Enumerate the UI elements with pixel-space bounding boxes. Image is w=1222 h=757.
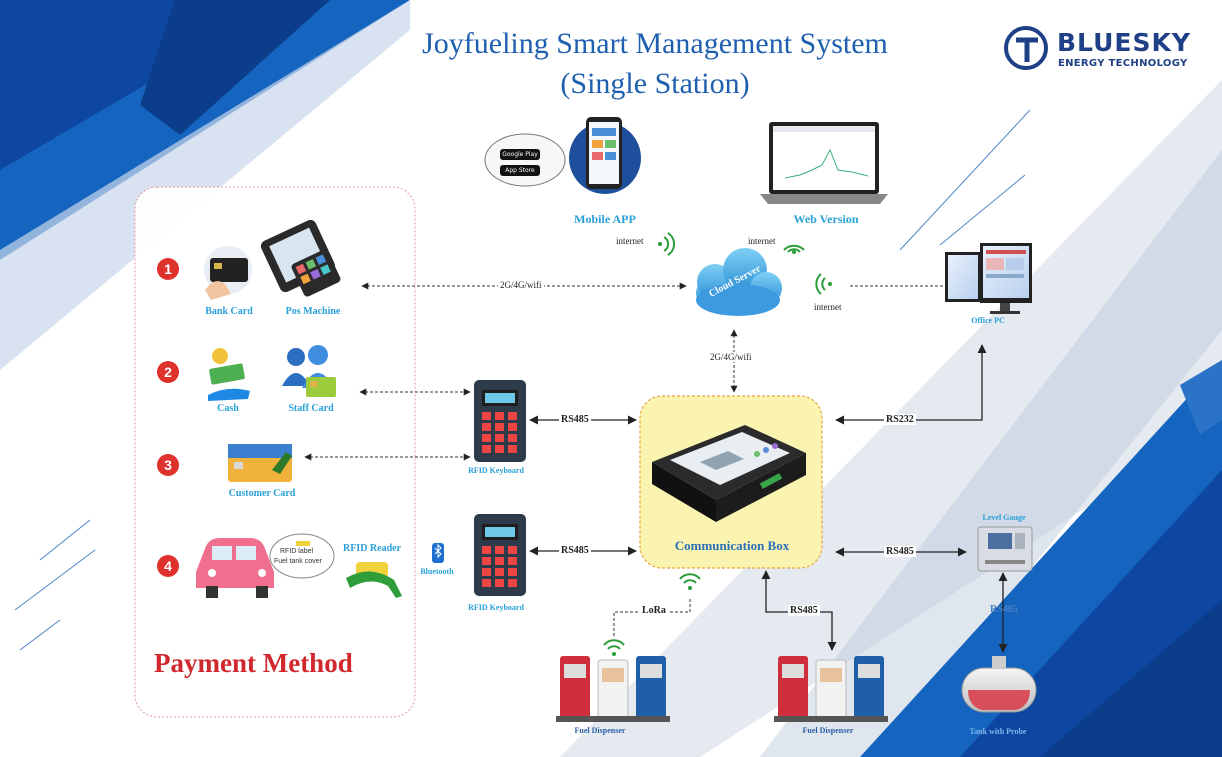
staff-card-label: Staff Card xyxy=(288,403,334,414)
page-subtitle: (Single Station) xyxy=(560,67,750,100)
rfid-reader-nozzle-graphic xyxy=(346,562,402,598)
step-badge-1: 1 xyxy=(157,258,179,280)
store-bubble xyxy=(484,133,566,187)
mobile-phone-graphic xyxy=(569,117,641,194)
cloud-server-shape xyxy=(696,248,782,316)
rfid-label-bubble xyxy=(269,533,335,579)
office-pc-graphic xyxy=(945,243,1032,314)
pos-machine-graphic xyxy=(260,219,341,297)
step-badge-2: 2 xyxy=(157,361,179,383)
rfid-keyboard-1-graphic xyxy=(474,380,526,462)
cash-graphic xyxy=(208,348,250,401)
bg-stripe-left-3 xyxy=(140,0,330,135)
cash-label: Cash xyxy=(217,403,239,414)
link-label-box-dispenser: RS485 xyxy=(788,605,820,616)
customer-card-label: Customer Card xyxy=(228,488,296,499)
laptop-graphic xyxy=(760,122,888,204)
bg-stripe-left-4 xyxy=(0,0,410,370)
link-label-box-gauge: RS485 xyxy=(884,546,916,557)
web-version-label: Web Version xyxy=(793,212,859,226)
payment-method-heading: Payment Method xyxy=(154,648,353,678)
link-label-internet-app: internet xyxy=(616,236,644,246)
step-badge-4: 4 xyxy=(157,555,179,577)
tank-graphic xyxy=(961,656,1037,713)
communication-box-device xyxy=(652,425,806,522)
bank-card-label: Bank Card xyxy=(205,306,253,317)
tank-with-probe-label: Tank with Probe xyxy=(969,727,1027,736)
link-label-lora: LoRa xyxy=(640,605,668,616)
fuel-dispenser-1-label: Fuel Dispenser xyxy=(574,726,626,735)
link-label-keyboard2-box: RS485 xyxy=(559,545,591,556)
brand-subtitle: ENERGY TECHNOLOGY xyxy=(1058,58,1188,69)
communication-box-label: Communication Box xyxy=(674,538,790,553)
customer-card-graphic xyxy=(228,444,292,482)
app-store-badge: App Store xyxy=(500,165,540,176)
office-pc-label: Office PC xyxy=(971,316,1005,325)
fuel-dispenser-group-2 xyxy=(774,656,888,722)
google-play-badge: Google Play xyxy=(500,149,540,160)
car-graphic xyxy=(196,538,274,598)
link-lora xyxy=(613,598,691,636)
link-label-keyboard1-box: RS485 xyxy=(559,414,591,425)
level-gauge-label: Level Gauge xyxy=(982,513,1026,522)
bubble-rfid-label: RFID label xyxy=(280,548,314,555)
wifi-icon-lora xyxy=(679,573,701,590)
bank-card-graphic xyxy=(204,246,252,300)
step-badge-3: 3 xyxy=(157,454,179,476)
rfid-keyboard-1-label: RFID Keyboard xyxy=(468,466,524,475)
wifi-icon-pc xyxy=(815,273,832,295)
link-label-internet-web: internet xyxy=(748,236,776,246)
rfid-keyboard-2-graphic xyxy=(474,514,526,596)
rfid-reader-label: RFID Reader xyxy=(342,543,402,554)
link-label-cloud-box: 2G/4G/wifi xyxy=(708,352,754,362)
mobile-app-label: Mobile APP xyxy=(574,212,636,226)
staff-card-graphic xyxy=(282,345,336,397)
fuel-dispenser-group-1 xyxy=(556,656,670,722)
level-gauge-graphic xyxy=(977,526,1033,572)
wifi-icon xyxy=(658,232,675,256)
link-label-pos-cloud: 2G/4G/wifi xyxy=(498,280,544,290)
rfid-keyboard-2-label: RFID Keyboard xyxy=(468,603,524,612)
fuel-dispenser-2-label: Fuel Dispenser xyxy=(802,726,854,735)
pos-machine-label: Pos Machine xyxy=(285,306,341,317)
bluetooth-label: Bluetooth xyxy=(420,567,454,576)
link-label-internet-pc: internet xyxy=(814,302,842,312)
wifi-icon-web xyxy=(783,244,805,254)
page-title: Joyfueling Smart Management System xyxy=(422,27,888,60)
link-label-gauge-tank: RS485 xyxy=(990,604,1018,615)
wifi-icon-dispenser xyxy=(603,639,625,656)
brand-name: BLUESKY xyxy=(1057,28,1191,57)
bluesky-logo-icon xyxy=(1004,26,1048,70)
link-label-pc-box: RS232 xyxy=(884,414,916,425)
bubble-tank-cover: Fuel tank cover xyxy=(274,558,322,565)
